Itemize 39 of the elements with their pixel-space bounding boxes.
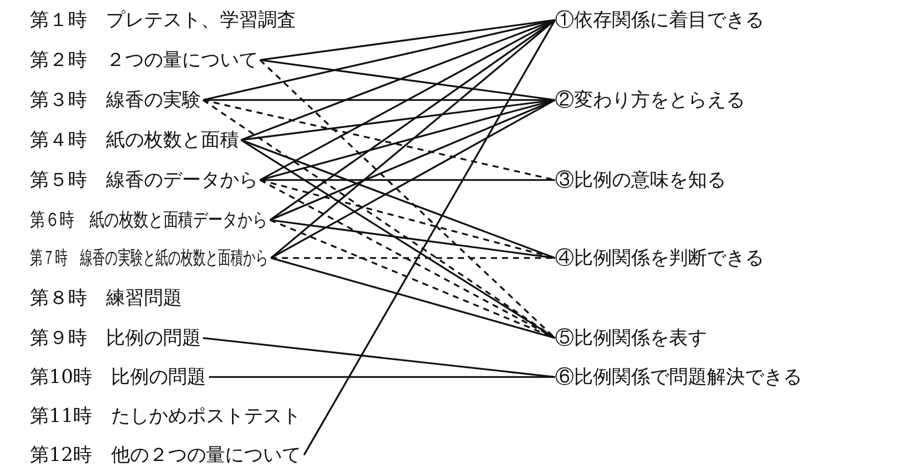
lesson-label: 第５時 線香のデータから xyxy=(30,168,258,193)
goal-label: ③比例の意味を知る xyxy=(555,168,726,193)
lesson-label: 第７時 線香の実験と紙の枚数と面積から xyxy=(30,246,268,271)
dashed-line xyxy=(270,219,556,339)
connector-line xyxy=(270,219,556,259)
connector-line xyxy=(240,99,556,141)
connector-line xyxy=(209,376,555,378)
connector-line xyxy=(260,59,556,101)
connector-line xyxy=(270,99,556,259)
connector-line xyxy=(270,99,556,221)
connector-line xyxy=(240,139,556,339)
lesson-label: 第４時 紙の枚数と面積 xyxy=(30,128,239,153)
goal-label: ②変わり方をとらえる xyxy=(555,88,745,113)
dashed-line xyxy=(271,257,555,259)
connector-line xyxy=(270,257,556,339)
goal-label: ⑤比例関係を表す xyxy=(555,326,707,351)
lesson-label: 第８時 練習問題 xyxy=(30,286,182,311)
lesson-label: 第12時 他の２つの量について xyxy=(30,443,302,468)
connector-line xyxy=(202,19,556,101)
connector-line xyxy=(260,99,556,181)
connector-line xyxy=(240,139,556,259)
connector-line xyxy=(270,19,556,259)
lesson-label: 第２時 ２つの量について xyxy=(30,48,258,73)
connector-line xyxy=(260,19,556,181)
connector-line xyxy=(269,19,556,221)
lesson-label: 第11時 たしかめポストテスト xyxy=(30,404,302,429)
dashed-line xyxy=(260,179,556,339)
goal-label: ⑥比例関係で問題解決できる xyxy=(555,365,802,390)
goal-label: ④比例関係を判断できる xyxy=(555,246,764,271)
lesson-label: 第10時 比例の問題 xyxy=(30,365,206,390)
goal-label: ①依存関係に着目できる xyxy=(555,8,764,33)
lesson-label: 第９時 比例の問題 xyxy=(30,326,201,351)
lesson-label: 第６時 紙の枚数と面積データから xyxy=(30,208,268,233)
dashed-line xyxy=(202,99,556,339)
connector-line xyxy=(240,19,556,141)
lesson-label: 第３時 線香の実験 xyxy=(30,88,201,113)
dashed-line xyxy=(260,179,556,259)
lesson-label: 第１時 プレテスト、学習調査 xyxy=(30,8,296,33)
connector-line xyxy=(303,20,556,456)
